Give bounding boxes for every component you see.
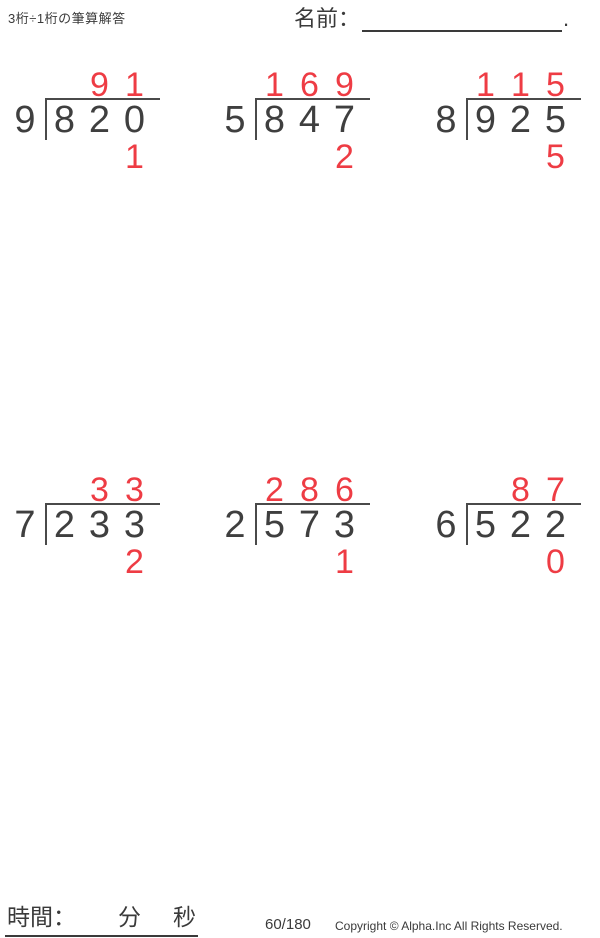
quotient-digit: 6 bbox=[335, 471, 354, 509]
division-problem-3: 1 1 5 8 9 2 5 5 bbox=[426, 66, 596, 176]
division-problem-2: 1 6 9 5 8 4 7 2 bbox=[215, 66, 385, 176]
division-bracket: 5 7 3 bbox=[255, 503, 370, 545]
time-field: 時間： 分 秒 bbox=[5, 898, 198, 937]
name-underline bbox=[362, 6, 563, 32]
remainder-row: 2 bbox=[257, 138, 385, 176]
quotient-row: 9 1 bbox=[47, 66, 175, 104]
quotient-digit: 1 bbox=[125, 66, 144, 104]
division-bracket: 9 2 5 bbox=[466, 98, 581, 140]
division-body: 8 9 2 5 bbox=[426, 98, 596, 140]
dividend-digit: 2 bbox=[544, 504, 567, 546]
quotient-row: 3 3 bbox=[47, 471, 175, 509]
quotient-digit: 3 bbox=[90, 471, 109, 509]
division-body: 5 8 4 7 bbox=[215, 98, 385, 140]
remainder-digit: 0 bbox=[546, 543, 565, 581]
remainder-digit: 1 bbox=[335, 543, 354, 581]
quotient-digit: 1 bbox=[265, 66, 284, 104]
division-bracket: 8 4 7 bbox=[255, 98, 370, 140]
division-body: 7 2 3 3 bbox=[5, 503, 175, 545]
quotient-row: 2 8 6 bbox=[257, 471, 385, 509]
divisor-digit: 6 bbox=[435, 504, 457, 546]
division-body: 2 5 7 3 bbox=[215, 503, 385, 545]
dividend-digit: 9 bbox=[474, 99, 497, 141]
minutes-label: 分 bbox=[118, 904, 141, 930]
remainder-digit: 1 bbox=[125, 138, 144, 176]
dividend-digit: 3 bbox=[333, 504, 356, 546]
seconds-label: 秒 bbox=[173, 904, 196, 930]
quotient-digit: 8 bbox=[511, 471, 530, 509]
dividend-digit: 2 bbox=[509, 504, 532, 546]
dividend-digit: 3 bbox=[88, 504, 111, 546]
page-indicator: 60/180 bbox=[265, 916, 311, 933]
dividend-digit: 5 bbox=[474, 504, 497, 546]
dividend-digit: 5 bbox=[544, 99, 567, 141]
quotient-row: 1 6 9 bbox=[257, 66, 385, 104]
divisor-digit: 7 bbox=[14, 504, 36, 546]
division-problem-1: 9 1 9 8 2 0 1 bbox=[5, 66, 175, 176]
remainder-digit: 2 bbox=[335, 138, 354, 176]
dividend-digit: 8 bbox=[263, 99, 286, 141]
remainder-row: 1 bbox=[257, 543, 385, 581]
quotient-digit: 1 bbox=[476, 66, 495, 104]
quotient-digit bbox=[468, 475, 503, 503]
remainder-row: 5 bbox=[468, 138, 596, 176]
division-bracket: 5 2 2 bbox=[466, 503, 581, 545]
division-problem-5: 2 8 6 2 5 7 3 1 bbox=[215, 471, 385, 581]
dividend-digit: 4 bbox=[298, 99, 321, 141]
remainder-digit: 5 bbox=[546, 138, 565, 176]
name-block: 名前： . bbox=[294, 6, 569, 32]
division-bracket: 8 2 0 bbox=[45, 98, 160, 140]
name-label: 名前： bbox=[294, 6, 361, 31]
quotient-digit: 7 bbox=[546, 471, 565, 509]
remainder-digit: 2 bbox=[125, 543, 144, 581]
division-body: 6 5 2 2 bbox=[426, 503, 596, 545]
quotient-digit: 2 bbox=[265, 471, 284, 509]
quotient-row: 8 7 bbox=[468, 471, 596, 509]
division-bracket: 2 3 3 bbox=[45, 503, 160, 545]
dividend-digit: 0 bbox=[123, 99, 146, 141]
divisor-digit: 2 bbox=[224, 504, 246, 546]
division-problem-4: 3 3 7 2 3 3 2 bbox=[5, 471, 175, 581]
divisor-digit: 9 bbox=[14, 99, 36, 141]
dividend-digit: 2 bbox=[53, 504, 76, 546]
quotient-digit: 9 bbox=[90, 66, 109, 104]
time-label: 時間： bbox=[7, 904, 76, 930]
quotient-digit: 1 bbox=[511, 66, 530, 104]
remainder-row: 0 bbox=[468, 543, 596, 581]
remainder-row: 1 bbox=[47, 138, 175, 176]
divisor-digit: 8 bbox=[435, 99, 457, 141]
dividend-digit: 2 bbox=[88, 99, 111, 141]
remainder-row: 2 bbox=[47, 543, 175, 581]
divisor-digit: 5 bbox=[224, 99, 246, 141]
quotient-digit: 8 bbox=[300, 471, 319, 509]
quotient-digit bbox=[47, 475, 82, 503]
quotient-row: 1 1 5 bbox=[468, 66, 596, 104]
quotient-digit: 6 bbox=[300, 66, 319, 104]
dividend-digit: 3 bbox=[123, 504, 146, 546]
dividend-digit: 7 bbox=[333, 99, 356, 141]
quotient-digit: 9 bbox=[335, 66, 354, 104]
quotient-digit: 3 bbox=[125, 471, 144, 509]
name-period: . bbox=[563, 6, 570, 31]
dividend-digit: 5 bbox=[263, 504, 286, 546]
dividend-digit: 8 bbox=[53, 99, 76, 141]
division-problem-6: 8 7 6 5 2 2 0 bbox=[426, 471, 596, 581]
quotient-digit: 5 bbox=[546, 66, 565, 104]
copyright-notice: Copyright © Alpha.Inc All Rights Reserve… bbox=[335, 919, 563, 933]
dividend-digit: 2 bbox=[509, 99, 532, 141]
worksheet-title: 3桁÷1桁の筆算解答 bbox=[8, 11, 126, 26]
dividend-digit: 7 bbox=[298, 504, 321, 546]
quotient-digit bbox=[47, 70, 82, 98]
division-body: 9 8 2 0 bbox=[5, 98, 175, 140]
